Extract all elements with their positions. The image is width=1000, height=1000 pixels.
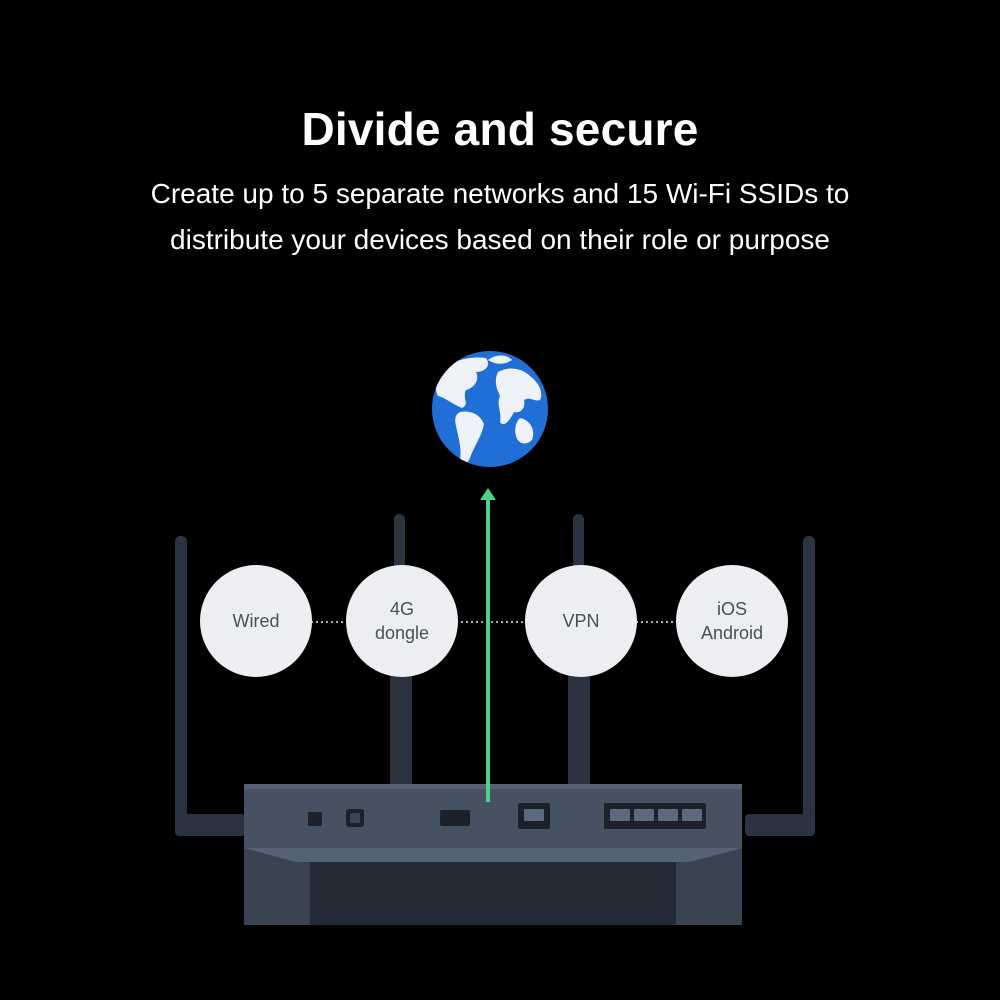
bubble-label-wired: Wired [232, 611, 280, 631]
headline: Divide and secure [301, 103, 699, 155]
antenna-left-outer [175, 536, 245, 836]
reset-button-icon [308, 812, 322, 826]
network-bubble-vpn [525, 565, 637, 677]
subtitle-line-2: distribute your devices based on their r… [170, 224, 830, 255]
ethernet-port-icon [518, 803, 706, 829]
antenna-right-outer [745, 536, 815, 836]
bubble-label-4g-dongle: 4G dongle [374, 599, 430, 643]
globe-icon [432, 351, 548, 467]
router-icon [244, 784, 742, 925]
usb-port-icon [440, 810, 470, 826]
antenna-right-inner [568, 514, 590, 806]
network-bubble-mobile [676, 565, 788, 677]
antenna-left-inner [390, 514, 412, 806]
subtitle-line-1: Create up to 5 separate networks and 15 … [150, 178, 850, 209]
network-bubble-wired [200, 565, 312, 677]
uplink-arrow-icon [480, 488, 496, 802]
network-bubble-4g [346, 565, 458, 677]
bubble-label-ios-android: iOS Android [700, 599, 764, 643]
bubble-label-vpn: VPN [562, 611, 600, 631]
